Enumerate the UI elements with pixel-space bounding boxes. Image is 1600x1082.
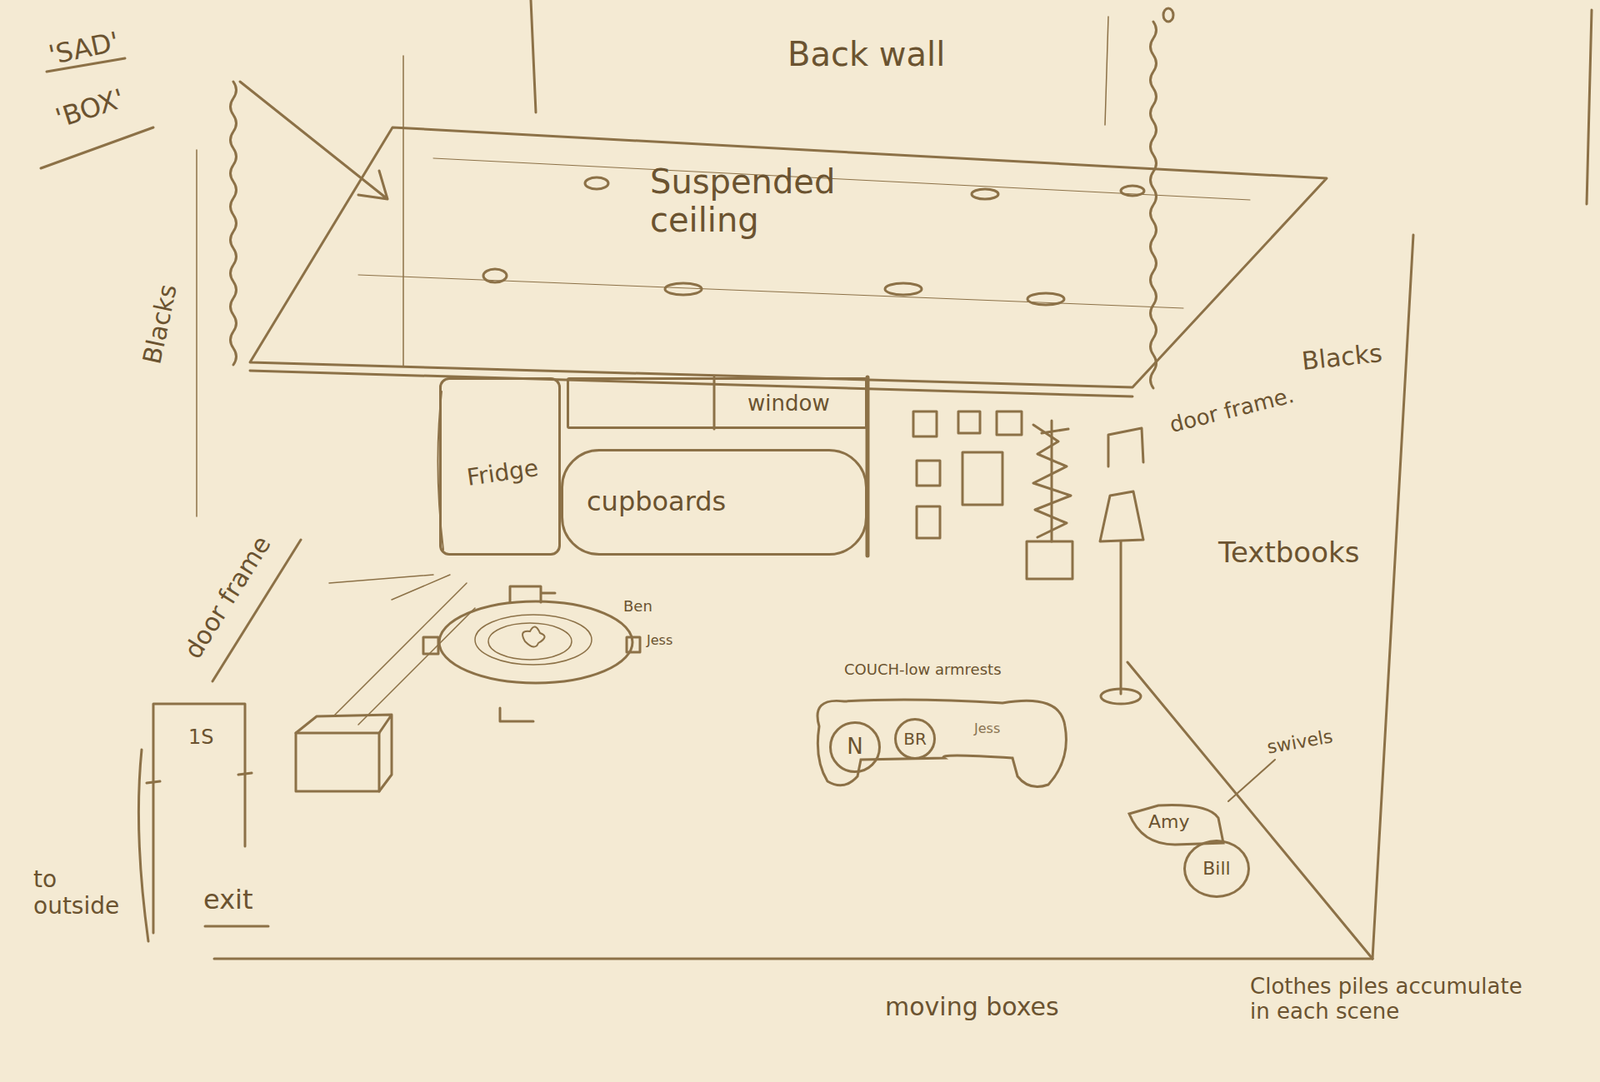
wall-line [402, 55, 405, 367]
leader-line [1228, 760, 1275, 802]
wall-line [1586, 10, 1592, 205]
wall-line [1105, 16, 1109, 125]
window-box: window [566, 377, 868, 430]
ceiling [250, 127, 1327, 388]
picture-frames [913, 411, 1022, 539]
character-label: Bill [1202, 858, 1230, 880]
character-circle: BR [894, 718, 936, 760]
ceiling-label: Suspended ceiling [650, 162, 875, 240]
cupboards-box: cupboards [560, 449, 868, 556]
wall-line [530, 0, 536, 113]
character-label: BR [903, 730, 927, 750]
hatching [329, 575, 475, 725]
character-label: Jess [646, 633, 673, 649]
character-label: Amy [1148, 811, 1190, 833]
couch-shape: COUCH-low armrestsJessNBR [810, 693, 1072, 794]
note: Clothes piles accumulate in each scene [1250, 975, 1534, 1025]
character-label: N [846, 735, 863, 760]
node-label: window [747, 391, 830, 417]
node-label: cupboards [586, 486, 726, 518]
underline [40, 127, 154, 169]
wall-label: Back wall [787, 35, 945, 74]
prop-label: swivels [1265, 725, 1335, 759]
chain-ring [1163, 8, 1174, 22]
floor-edge [214, 958, 1373, 961]
moving-box [295, 715, 392, 792]
character-label: 1S [188, 726, 215, 750]
door-label: door frame. [1167, 383, 1297, 439]
curtain-label: Blacks [1300, 339, 1384, 376]
door-frame [1108, 428, 1144, 467]
window-divider [713, 377, 716, 430]
exit-label: exit [203, 885, 254, 916]
floor-edge [1127, 662, 1373, 960]
curtain-label: Blacks [137, 281, 183, 367]
chain [230, 81, 237, 365]
ceiling-shading [358, 158, 1250, 309]
character-circle: N [829, 721, 881, 774]
note: moving boxes [885, 993, 1060, 1023]
outline-path [817, 700, 1066, 788]
arrow [240, 81, 388, 200]
underline [205, 925, 269, 929]
door-label: door frame [179, 530, 278, 665]
character-label: Ben [623, 598, 653, 616]
fridge-box: Fridge [439, 377, 561, 556]
character-label: Jess [974, 721, 1000, 737]
node-heading: COUCH-low armrests [844, 661, 1002, 680]
prop-label: Textbooks [1218, 536, 1360, 570]
table [423, 586, 640, 722]
title-word: 'SAD' [45, 26, 122, 72]
chain [1150, 21, 1157, 389]
swivel-chair: Bill [1183, 840, 1250, 899]
plant [1026, 420, 1073, 580]
exit-note: to outside [33, 866, 142, 920]
ceiling-edge [250, 370, 1133, 397]
title-word: 'BOX' [51, 83, 128, 135]
outline-path [1129, 805, 1224, 845]
side-line [195, 150, 198, 517]
node-label: Fridge [465, 455, 540, 492]
